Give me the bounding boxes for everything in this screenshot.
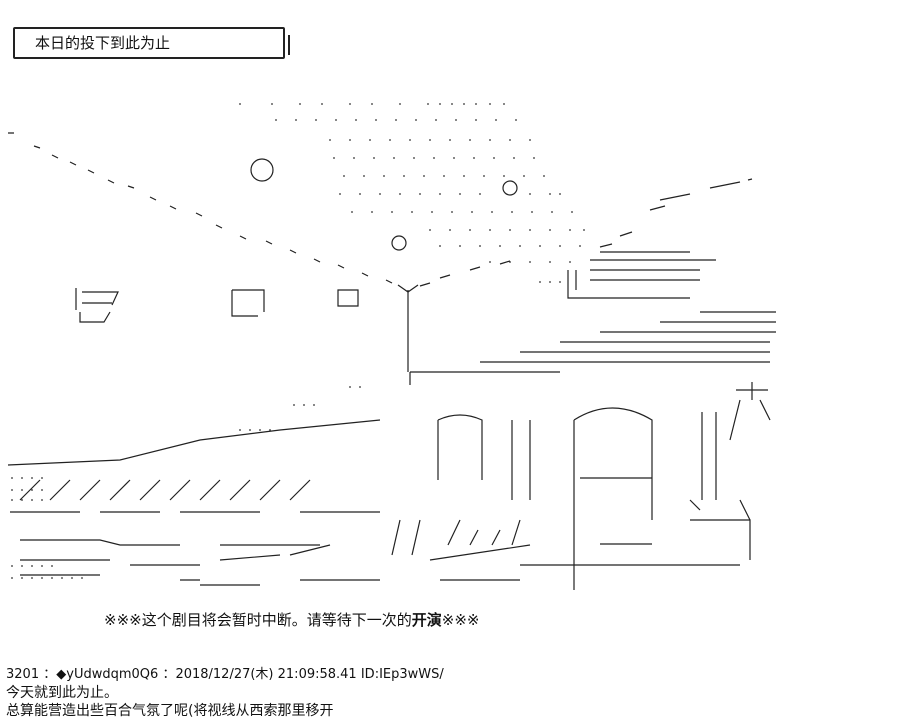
title-box: 本日的投下到此为止 [13, 27, 290, 59]
intermission-notice: ※※※这个剧目将会暂时中断。请等待下一次的开演※※※ [104, 611, 479, 629]
title-text: 本日的投下到此为止 [35, 34, 171, 52]
notice-marks-left: ※※※ [104, 611, 142, 629]
post-header: 3201 ：◆yUdwdqm0Q6 ：2018/12/27(木) 21:09:5… [6, 667, 444, 683]
circles [250, 158, 518, 251]
post-datetime: ：2018/12/27(木) 21:09:58.41 [162, 667, 357, 682]
post-body-line: 总算能营造出些百合气氛了呢(将视线从西索那里移开 [6, 703, 334, 719]
post-number[interactable]: 3201 [6, 667, 40, 682]
notice-bold-text: 开演 [411, 611, 442, 629]
art-lines [7, 132, 776, 590]
post-id: ID:IEp3wWS/ [360, 667, 444, 682]
notice-text: 这个剧目将会暂时中断。请等待下一次的 [141, 611, 412, 629]
post-author: ◆yUdwdqm0Q6 [56, 667, 159, 682]
post-separator: ： [43, 667, 57, 682]
dot-pattern [11, 103, 585, 579]
post-body-line: 今天就到此为止。 [6, 685, 118, 701]
notice-marks-right: ※※※ [441, 611, 480, 629]
